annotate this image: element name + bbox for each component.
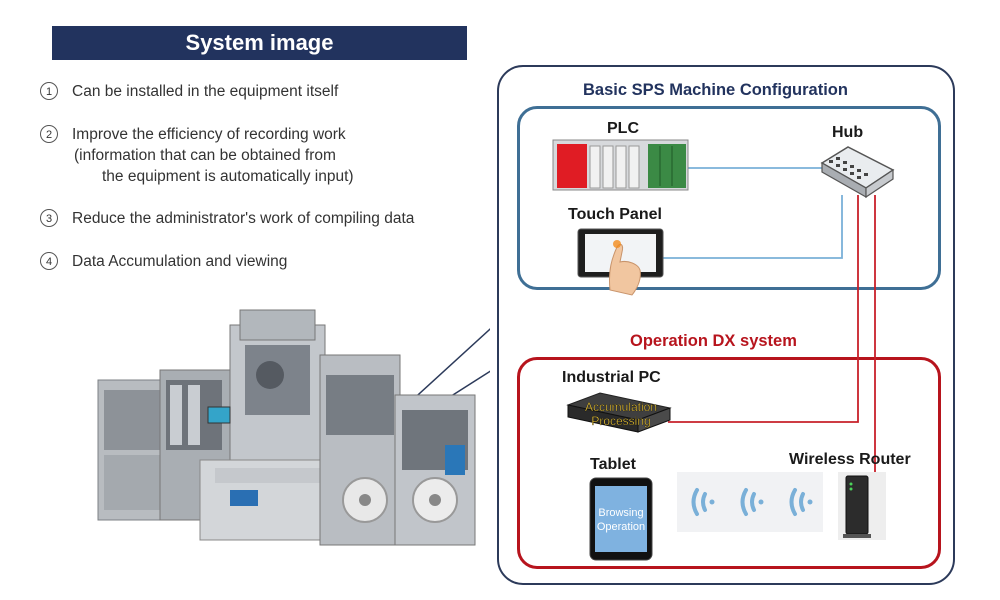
wireless-router-label: Wireless Router: [789, 451, 911, 468]
hub-icon: [820, 146, 895, 199]
dx-system-title: Operation DX system: [630, 332, 797, 350]
feature-number: 3: [40, 209, 58, 227]
feature-number: 2: [40, 125, 58, 143]
touch-panel-icon: [577, 228, 664, 296]
pc-hub-line: [668, 195, 859, 423]
feature-text: Improve the efficiency of recording work: [72, 126, 346, 143]
plc-label: PLC: [607, 120, 639, 137]
ipc-text-processing: Processing: [591, 414, 650, 428]
tablet-icon: Browsing Operation: [589, 477, 653, 561]
wireless-router-icon: [838, 472, 886, 540]
feature-number: 1: [40, 82, 58, 100]
hub-label: Hub: [832, 124, 864, 141]
tablet-text-browsing: Browsing: [598, 507, 643, 519]
tablet-label: Tablet: [590, 456, 636, 473]
touch-panel-label: Touch Panel: [568, 206, 662, 223]
machine-image: [97, 309, 490, 546]
feature-item-4: 4 Data Accumulation and viewing: [40, 251, 287, 272]
feature-item-3: 3 Reduce the administrator's work of comp…: [40, 208, 414, 229]
sps-configuration-box: [517, 106, 941, 290]
industrial-pc-label: Industrial PC: [562, 369, 661, 386]
feature-number: 4: [40, 252, 58, 270]
panel-hub-line: [663, 195, 843, 259]
wireless-signal-icon: [677, 472, 823, 532]
page-title: System image: [52, 26, 467, 60]
dx-system-box: [517, 357, 941, 569]
feature-item-2: 2 Improve the efficiency of recording wor…: [40, 124, 354, 187]
feature-text: Reduce the administrator's work of compi…: [72, 210, 415, 227]
feature-text: the equipment is automatically input): [102, 168, 354, 185]
tablet-text-operation: Operation: [597, 521, 645, 533]
feature-text: Data Accumulation and viewing: [72, 253, 288, 270]
feature-text: Can be installed in the equipment itself: [72, 83, 339, 100]
feature-text: (information that can be obtained from: [74, 147, 336, 164]
sps-title: Basic SPS Machine Configuration: [583, 81, 848, 99]
plc-icon: [552, 139, 689, 191]
industrial-pc-icon: Accumulation Processing: [566, 392, 672, 433]
ipc-text-accumulation: Accumulation: [585, 400, 657, 414]
feature-item-1: 1 Can be installed in the equipment itsel…: [40, 81, 338, 102]
